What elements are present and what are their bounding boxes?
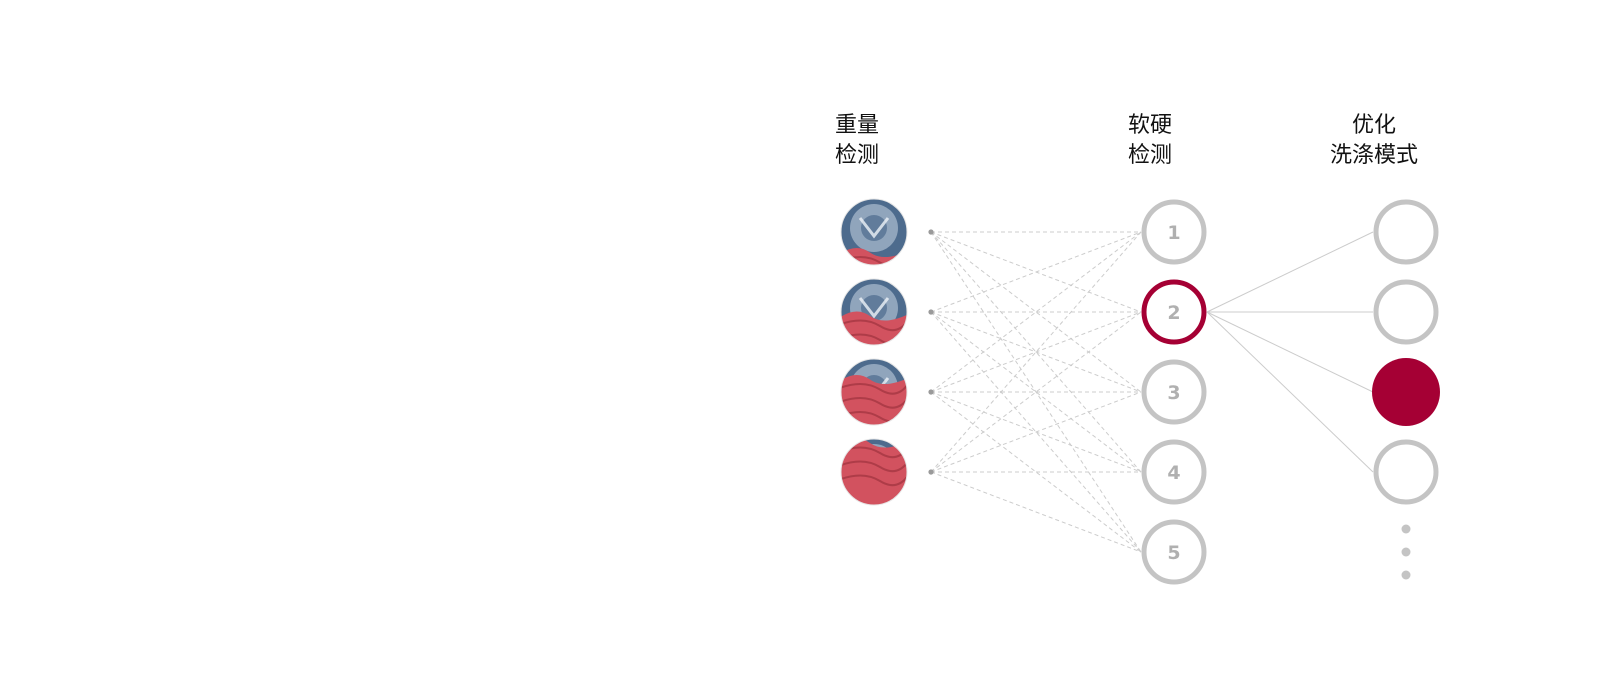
weight-detection-label-line2: 检测 [834,143,879,168]
softness-node-label: 1 [1167,222,1180,244]
softness-detection-column: 1 2 3 4 5 [1141,199,1207,585]
wash-mode-label-line2: 洗涤模式 [1329,143,1418,168]
softness-node-4: 4 [1141,439,1207,505]
wash-mode-label-line1: 优化 [1351,113,1396,138]
connector-dot [928,389,934,395]
wash-mode-node-selected [1372,358,1440,426]
softness-detection-label: 软硬 检测 [1070,111,1230,171]
softness-node-label: 4 [1167,462,1180,484]
weight-softness-link [930,231,1142,393]
wash-mode-label: 优化 洗涤模式 [1294,111,1454,171]
drum-load-level-4-icon [840,438,908,506]
drum-load-level-2-icon [840,278,908,346]
weight-detection-label: 重量 检测 [777,111,937,171]
weight-detection-label-line1: 重量 [834,113,879,138]
connector-dot [928,309,934,315]
wash-mode-node [1373,439,1439,505]
softness-node-label: 3 [1167,382,1180,404]
softness-node-3: 3 [1141,359,1207,425]
connector-dot [928,229,934,235]
wash-mode-node [1373,279,1439,345]
softness-mode-link [1206,311,1374,393]
weight-softness-link [930,311,1142,393]
weight-softness-link [930,231,1142,313]
more-modes-ellipsis-icon [1401,524,1411,580]
weight-softness-link [930,311,1142,473]
drum-load-level-1-icon [840,198,908,266]
drum-load-level-3-icon [840,358,908,426]
weight-softness-link [930,311,1142,473]
weight-softness-link [930,471,1142,553]
softness-node-2: 2 [1141,279,1207,345]
softness-node-1: 1 [1141,199,1207,265]
softness-node-label: 2 [1167,302,1180,324]
wash-mode-node [1373,199,1439,265]
connection-lines [930,231,1374,553]
softness-mode-link [1206,311,1374,473]
softness-mode-link [1206,231,1374,313]
weight-softness-link [930,231,1142,393]
softness-node-label: 5 [1167,542,1180,564]
softness-node-5: 5 [1141,519,1207,585]
connector-dot [928,469,934,475]
weight-detection-column [840,198,934,506]
weight-softness-link [930,391,1142,553]
softness-detection-label-line1: 软硬 [1127,113,1172,138]
wash-mode-column [1372,199,1440,580]
weight-softness-link [930,391,1142,473]
softness-detection-label-line2: 检测 [1127,143,1172,168]
